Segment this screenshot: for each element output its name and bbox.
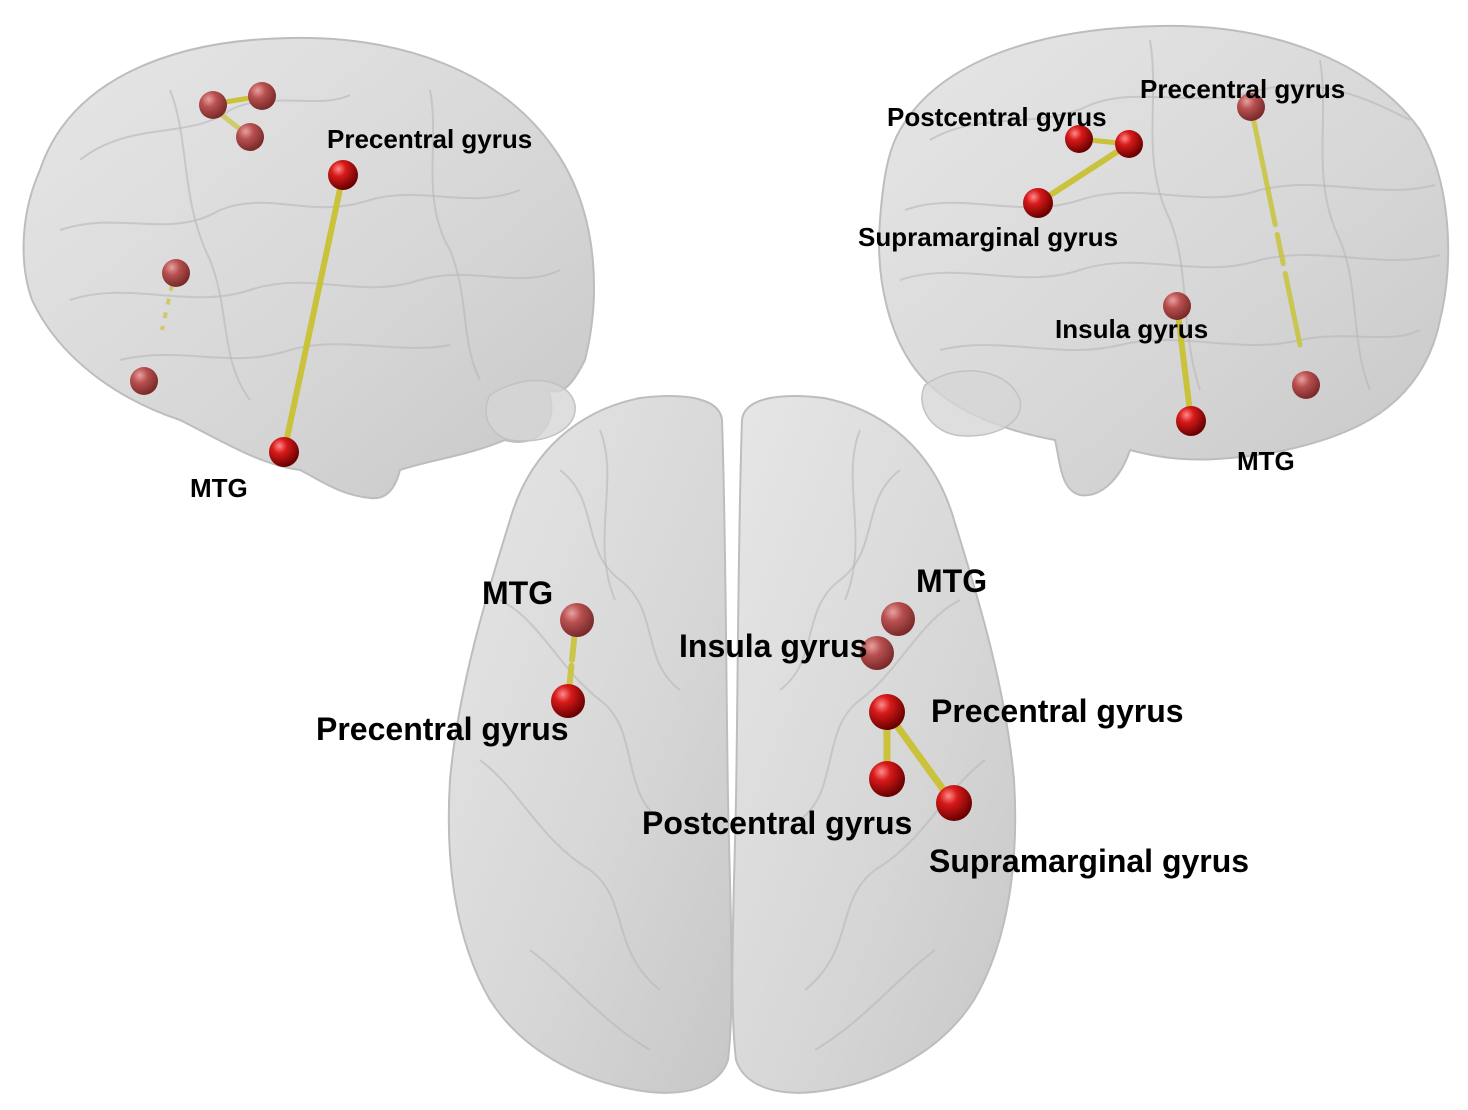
- axial-left-hemisphere: [447, 395, 733, 1094]
- node-mtg: [269, 437, 299, 467]
- label-axial-postcentral-right: Postcentral gyrus: [642, 805, 912, 841]
- left-sagittal-view: Precentral gyrus MTG: [22, 36, 595, 503]
- label-axial-precentral-left: Precentral gyrus: [316, 711, 569, 747]
- node-postcentral-a: [1065, 125, 1093, 153]
- node-axial-mtg-right: [881, 602, 915, 636]
- axial-right-hemisphere: [731, 395, 1017, 1094]
- node-supramarginal: [1023, 188, 1053, 218]
- node-top-b: [248, 82, 276, 110]
- label-axial-insula-right: Insula gyrus: [679, 628, 868, 664]
- node-mid-left: [162, 259, 190, 287]
- node-axial-precentral-left: [551, 684, 585, 718]
- node-axial-postcentral-right: [869, 761, 905, 797]
- left-brain-silhouette: [22, 36, 595, 500]
- label-postcentral-gyrus-right: Postcentral gyrus: [887, 102, 1107, 132]
- axial-view: MTG Precentral gyrus MTG Insula gyrus Pr…: [316, 395, 1249, 1094]
- label-axial-mtg-right: MTG: [916, 563, 987, 599]
- label-precentral-gyrus: Precentral gyrus: [327, 124, 532, 154]
- label-axial-supramarginal-right: Supramarginal gyrus: [929, 843, 1249, 879]
- node-postcentral-b: [1115, 130, 1143, 158]
- node-mtg-right-faint: [1292, 371, 1320, 399]
- node-axial-mtg-left: [560, 603, 594, 637]
- node-axial-precentral-right: [869, 694, 905, 730]
- edge-insula-to-mtg: [1174, 303, 1194, 423]
- label-axial-precentral-right: Precentral gyrus: [931, 693, 1184, 729]
- right-brain-cerebellum: [921, 370, 1022, 437]
- right-brain-gyri-texture: [899, 39, 1441, 391]
- node-insula: [1163, 292, 1191, 320]
- left-brain-cerebellum: [485, 379, 576, 442]
- label-mtg-right: MTG: [1237, 446, 1295, 476]
- edge-precentral-to-mtg-right: [1248, 104, 1303, 348]
- label-insula-gyrus-right: Insula gyrus: [1055, 314, 1208, 344]
- node-axial-insula-right: [860, 636, 894, 670]
- edge-precentral-to-mtg: [281, 172, 346, 455]
- node-top-a: [199, 91, 227, 119]
- node-precentral-right: [1237, 93, 1265, 121]
- right-sagittal-view: Precentral gyrus Postcentral gyrus Supra…: [858, 24, 1450, 497]
- node-precentral: [328, 160, 358, 190]
- label-axial-mtg-left: MTG: [482, 575, 553, 611]
- label-mtg: MTG: [190, 473, 248, 503]
- axial-gyri-texture: [479, 429, 986, 1051]
- label-supramarginal-gyrus-right: Supramarginal gyrus: [858, 222, 1118, 252]
- node-axial-supramarginal-right: [936, 785, 972, 821]
- label-precentral-gyrus-right: Precentral gyrus: [1140, 74, 1345, 104]
- node-top-c: [236, 123, 264, 151]
- edge-postcentral-to-supramarginal: [1035, 141, 1132, 206]
- edge-axial-precentral-to-supramarginal: [883, 708, 957, 807]
- node-lower-left: [130, 367, 158, 395]
- node-mtg-right: [1176, 406, 1206, 436]
- left-brain-gyri-texture: [59, 89, 561, 401]
